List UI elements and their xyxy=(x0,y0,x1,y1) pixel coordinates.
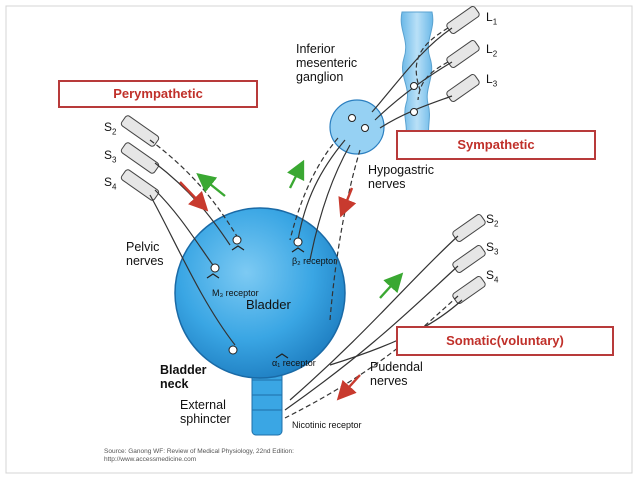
somatic-box: Somatic(voluntary) xyxy=(396,326,614,356)
sympathetic-box: Sympathetic xyxy=(396,130,596,160)
hypogastric-label: Hypogastric nerves xyxy=(368,163,434,191)
parasympathetic-box: Perympathetic xyxy=(58,80,258,108)
segment-right-s3: S3 xyxy=(486,240,499,257)
segment-left-s2: S2 xyxy=(104,120,117,137)
segment-l1: L1 xyxy=(486,10,498,27)
nerve-fibers xyxy=(149,27,463,419)
bladder-neck-label: Bladder neck xyxy=(160,363,207,391)
bladder xyxy=(174,207,346,379)
hypogastric-green-arrow xyxy=(286,159,305,189)
pudendal-green-arrow xyxy=(379,272,404,299)
nicotinic-receptor-label: Nicotinic receptor xyxy=(292,420,362,430)
segment-l3: L3 xyxy=(486,72,498,89)
ganglion-label: Inferior mesenteric ganglion xyxy=(296,42,358,84)
beta-receptor-label: β₂ receptor xyxy=(292,256,337,266)
alpha-receptor-label: α₁ receptor xyxy=(272,358,316,368)
hypogastric-red-arrow xyxy=(338,187,357,218)
segment-right-s4: S4 xyxy=(486,268,499,285)
segment-left-s4: S4 xyxy=(104,175,117,192)
source-citation: Source: Ganong WF: Review of Medical Phy… xyxy=(104,448,294,463)
inferior-mesenteric-ganglion xyxy=(329,99,385,155)
pelvic-afferent-arrow xyxy=(179,181,209,212)
segment-left-s3: S3 xyxy=(104,148,117,165)
segment-l2: L2 xyxy=(486,42,498,59)
m-receptor-label: M₃ receptor xyxy=(212,288,259,298)
segment-right-s2: S2 xyxy=(486,212,499,229)
receptor-markers xyxy=(210,82,418,355)
right-sacral-roots xyxy=(452,214,486,304)
left-sacral-roots xyxy=(120,115,160,201)
receptor-forks xyxy=(206,245,305,359)
bladder-label: Bladder xyxy=(246,297,291,312)
pelvic-efferent-arrow xyxy=(196,173,226,197)
pudendal-label: Pudendal nerves xyxy=(370,360,423,388)
pelvic-nerves-label: Pelvic nerves xyxy=(126,240,164,268)
external-sphincter-label: External sphincter xyxy=(180,398,231,426)
pudendal-red-arrow xyxy=(336,374,361,401)
